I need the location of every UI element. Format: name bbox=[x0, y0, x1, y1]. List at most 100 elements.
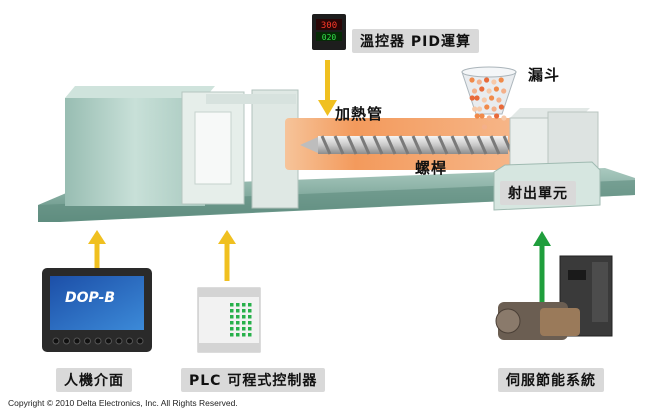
label-screw: 螺桿 bbox=[415, 159, 448, 177]
pellet bbox=[474, 95, 480, 101]
temp-readout-bottom: 020 bbox=[322, 33, 337, 42]
tie-bar-top bbox=[206, 94, 296, 104]
plc-led bbox=[230, 327, 234, 331]
arrow-temp-to-heater bbox=[318, 60, 337, 116]
pellet bbox=[476, 106, 483, 112]
screw-flight bbox=[359, 135, 371, 155]
plc-led bbox=[242, 333, 246, 337]
pellet bbox=[479, 113, 485, 119]
servo-motor-end bbox=[495, 308, 521, 334]
injection-motor-block bbox=[547, 111, 599, 169]
label-hmi: 人機介面 bbox=[56, 368, 132, 392]
pellet bbox=[472, 106, 478, 112]
pellet bbox=[474, 113, 480, 119]
pellet bbox=[498, 104, 504, 110]
plc-led bbox=[248, 321, 252, 325]
hmi-key bbox=[136, 337, 144, 345]
screw-flight bbox=[424, 135, 436, 155]
plc-led bbox=[230, 315, 234, 319]
pellet bbox=[469, 95, 475, 101]
plc-led bbox=[236, 327, 240, 331]
label-heater: 加熱管 bbox=[335, 105, 384, 123]
screw-flight bbox=[463, 135, 475, 155]
plc-led bbox=[236, 309, 240, 313]
temp-readout-top: 300 bbox=[321, 21, 337, 31]
plc-led bbox=[230, 333, 234, 337]
screw-flight bbox=[476, 135, 488, 155]
hmi-key bbox=[84, 337, 91, 345]
screw bbox=[300, 135, 514, 155]
pellet bbox=[498, 77, 504, 83]
pellet bbox=[494, 113, 500, 119]
servo-drive-side bbox=[592, 262, 608, 322]
pellet bbox=[481, 124, 488, 130]
mould-cavity bbox=[194, 111, 232, 185]
screw-flight bbox=[385, 135, 397, 155]
plc-led bbox=[236, 333, 240, 337]
plc-led bbox=[248, 327, 252, 331]
pellet bbox=[496, 97, 502, 103]
plc-led bbox=[236, 321, 240, 325]
hmi-key bbox=[63, 337, 70, 345]
servo-drive-display bbox=[568, 270, 586, 280]
screw-flight bbox=[437, 135, 449, 155]
pellet bbox=[501, 115, 507, 121]
label-servo: 伺服節能系統 bbox=[498, 368, 604, 392]
hopper-rim bbox=[461, 66, 517, 78]
arrow-servo-up bbox=[533, 231, 551, 303]
screw-flight bbox=[398, 135, 410, 155]
plc-led bbox=[242, 321, 246, 325]
label-hopper: 漏斗 bbox=[528, 66, 561, 84]
pellet bbox=[471, 88, 478, 94]
pellet bbox=[476, 79, 482, 85]
pellet bbox=[486, 115, 492, 121]
plc-led bbox=[248, 309, 252, 313]
label-injection-unit: 射出單元 bbox=[500, 181, 576, 205]
plc-led bbox=[230, 303, 234, 307]
hmi-keys bbox=[52, 337, 144, 345]
pellet bbox=[484, 77, 490, 83]
pellet bbox=[479, 86, 485, 92]
pellets bbox=[469, 77, 507, 130]
copyright-text: Copyright © 2010 Delta Electronics, Inc.… bbox=[8, 398, 238, 408]
screw-flight bbox=[489, 135, 501, 155]
screw-flight bbox=[320, 135, 332, 155]
screw-flight bbox=[450, 135, 462, 155]
clamp-block-top bbox=[65, 86, 215, 98]
hmi-key bbox=[73, 337, 81, 345]
plc-led bbox=[242, 309, 246, 313]
hmi-key bbox=[105, 337, 112, 345]
pellet bbox=[501, 88, 507, 94]
screw-flight bbox=[372, 135, 384, 155]
hmi-key bbox=[94, 337, 102, 345]
servo-pump bbox=[540, 308, 580, 336]
hmi-key bbox=[115, 337, 123, 345]
plc-device bbox=[197, 287, 261, 353]
pellet bbox=[489, 95, 495, 101]
hmi-brand: DOP-B bbox=[65, 290, 115, 306]
plc-led bbox=[230, 309, 234, 313]
screw-flight bbox=[346, 135, 358, 155]
arrow-plc-up bbox=[218, 230, 236, 281]
plc-led bbox=[236, 303, 240, 307]
pellet bbox=[469, 77, 475, 83]
plc-leds bbox=[230, 303, 252, 337]
plc-led bbox=[248, 315, 252, 319]
pellet bbox=[493, 86, 499, 92]
hmi-key bbox=[126, 337, 133, 345]
plc-led bbox=[248, 303, 252, 307]
plc-led bbox=[242, 327, 246, 331]
plc-led bbox=[242, 303, 246, 307]
temp-display-top bbox=[316, 19, 342, 30]
hmi-screen bbox=[50, 276, 144, 330]
pellet bbox=[481, 97, 487, 103]
plc-terminal-bottom bbox=[198, 343, 260, 352]
pellet bbox=[486, 88, 492, 94]
pellet bbox=[484, 104, 490, 110]
hmi-key bbox=[52, 337, 60, 345]
pellet bbox=[491, 106, 497, 112]
screw-flight bbox=[333, 135, 345, 155]
plc-led bbox=[248, 333, 252, 337]
machine-base-front bbox=[38, 180, 635, 222]
